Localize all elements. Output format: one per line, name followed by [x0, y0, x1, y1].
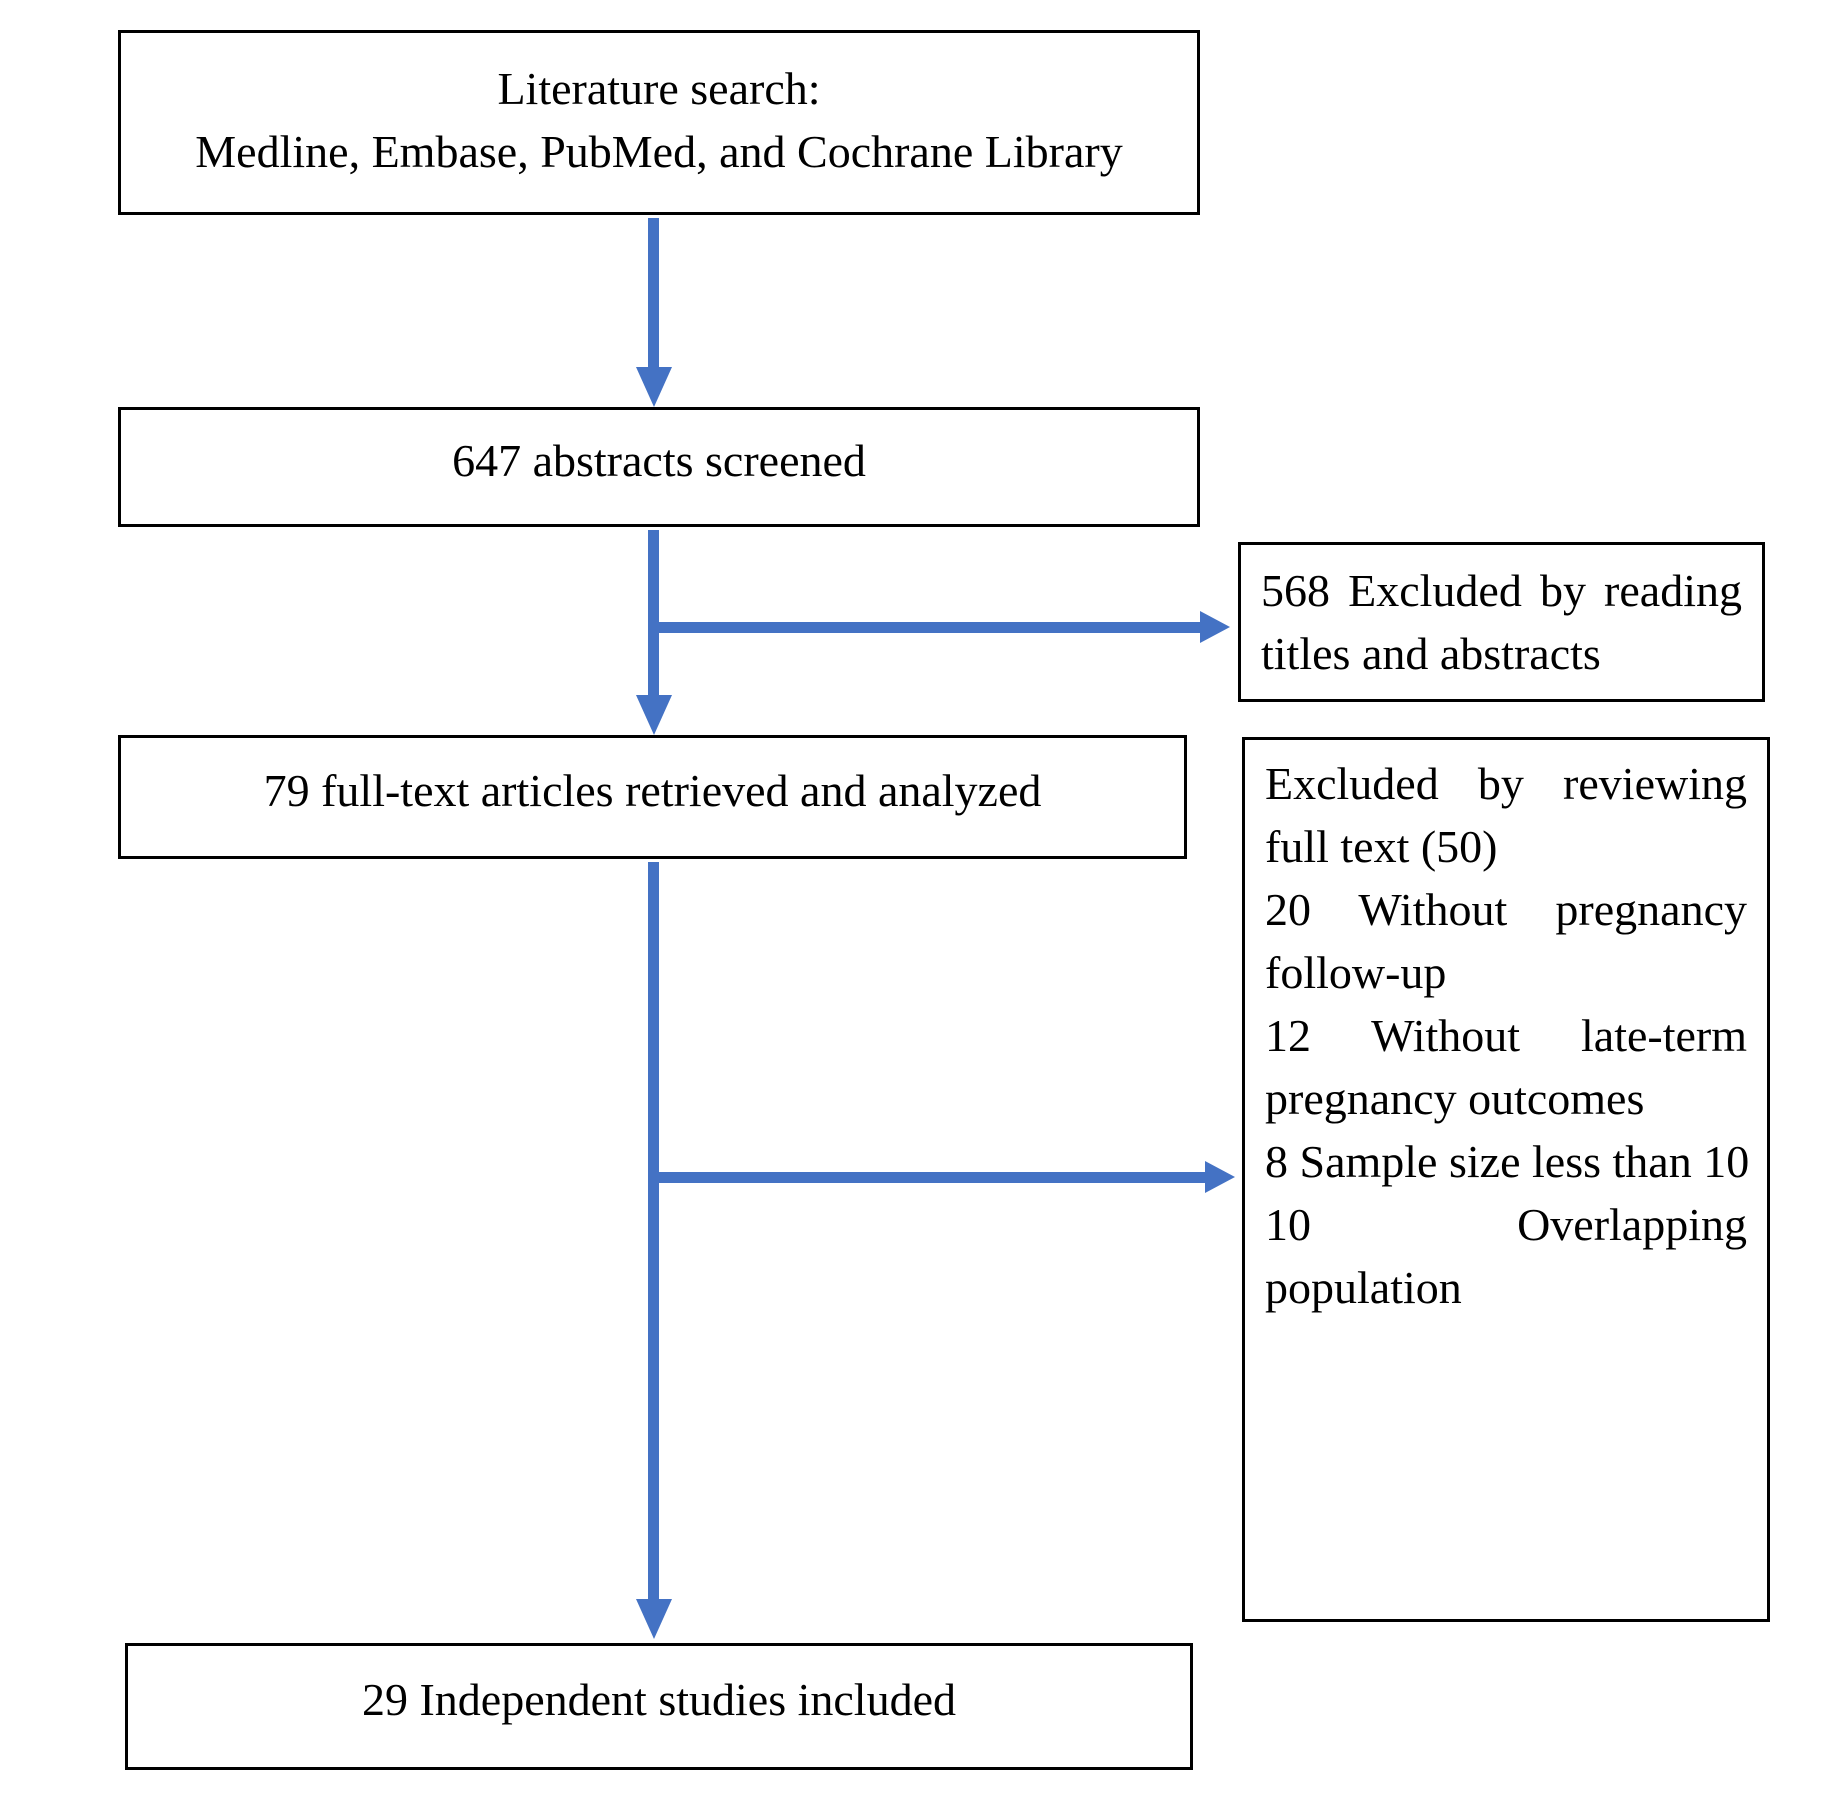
abstracts-screened-text: 647 abstracts screened [452, 434, 866, 486]
arrow-screened-to-fulltext-head [636, 695, 672, 735]
box-excluded-by-fulltext-review: Excluded by reviewing full text (50) 20 … [1242, 737, 1770, 1622]
excluded-titles-line1: 568 Excluded by reading [1261, 565, 1742, 616]
arrow-fulltext-to-included-shaft [648, 862, 659, 1600]
fulltext-retrieved-text: 79 full-text articles retrieved and anal… [263, 764, 1042, 816]
arrow-branch-excluded-fulltext-shaft [653, 1172, 1205, 1183]
excluded-titles-line2: titles and abstracts [1261, 628, 1601, 679]
excluded-fulltext-line7: 8 Sample size less than 10 [1265, 1136, 1750, 1187]
box-literature-search: Literature search: Medline, Embase, PubM… [118, 30, 1200, 215]
studies-included-text: 29 Independent studies included [361, 1674, 957, 1725]
literature-search-title: Literature search: [497, 62, 821, 114]
arrow-screened-to-fulltext-shaft [648, 530, 659, 696]
arrow-fulltext-to-included-head [636, 1599, 672, 1639]
excluded-fulltext-line2: full text (50) [1265, 821, 1498, 872]
excluded-fulltext-line3: 20 Without pregnancy [1265, 884, 1747, 935]
arrow-branch-excluded-titles-shaft [653, 622, 1200, 633]
arrow-search-to-screened-head [636, 367, 672, 407]
excluded-fulltext-line5: 12 Without late-term [1265, 1010, 1747, 1061]
arrow-branch-excluded-titles-head [1200, 611, 1230, 643]
excluded-fulltext-line1: Excluded by reviewing [1265, 758, 1747, 809]
excluded-fulltext-line4: follow-up [1265, 947, 1447, 998]
box-fulltext-retrieved: 79 full-text articles retrieved and anal… [118, 735, 1187, 859]
excluded-fulltext-line8: 10 Overlapping [1265, 1199, 1747, 1250]
arrow-branch-excluded-fulltext-head [1205, 1161, 1235, 1193]
arrow-search-to-screened-shaft [648, 218, 659, 368]
box-abstracts-screened: 647 abstracts screened [118, 407, 1200, 527]
excluded-fulltext-line6: pregnancy outcomes [1265, 1073, 1645, 1124]
box-excluded-by-titles: 568 Excluded by reading titles and abstr… [1238, 542, 1765, 702]
box-studies-included: 29 Independent studies included [125, 1643, 1193, 1770]
literature-search-databases: Medline, Embase, PubMed, and Cochrane Li… [195, 125, 1123, 177]
excluded-fulltext-line9: population [1265, 1262, 1462, 1313]
